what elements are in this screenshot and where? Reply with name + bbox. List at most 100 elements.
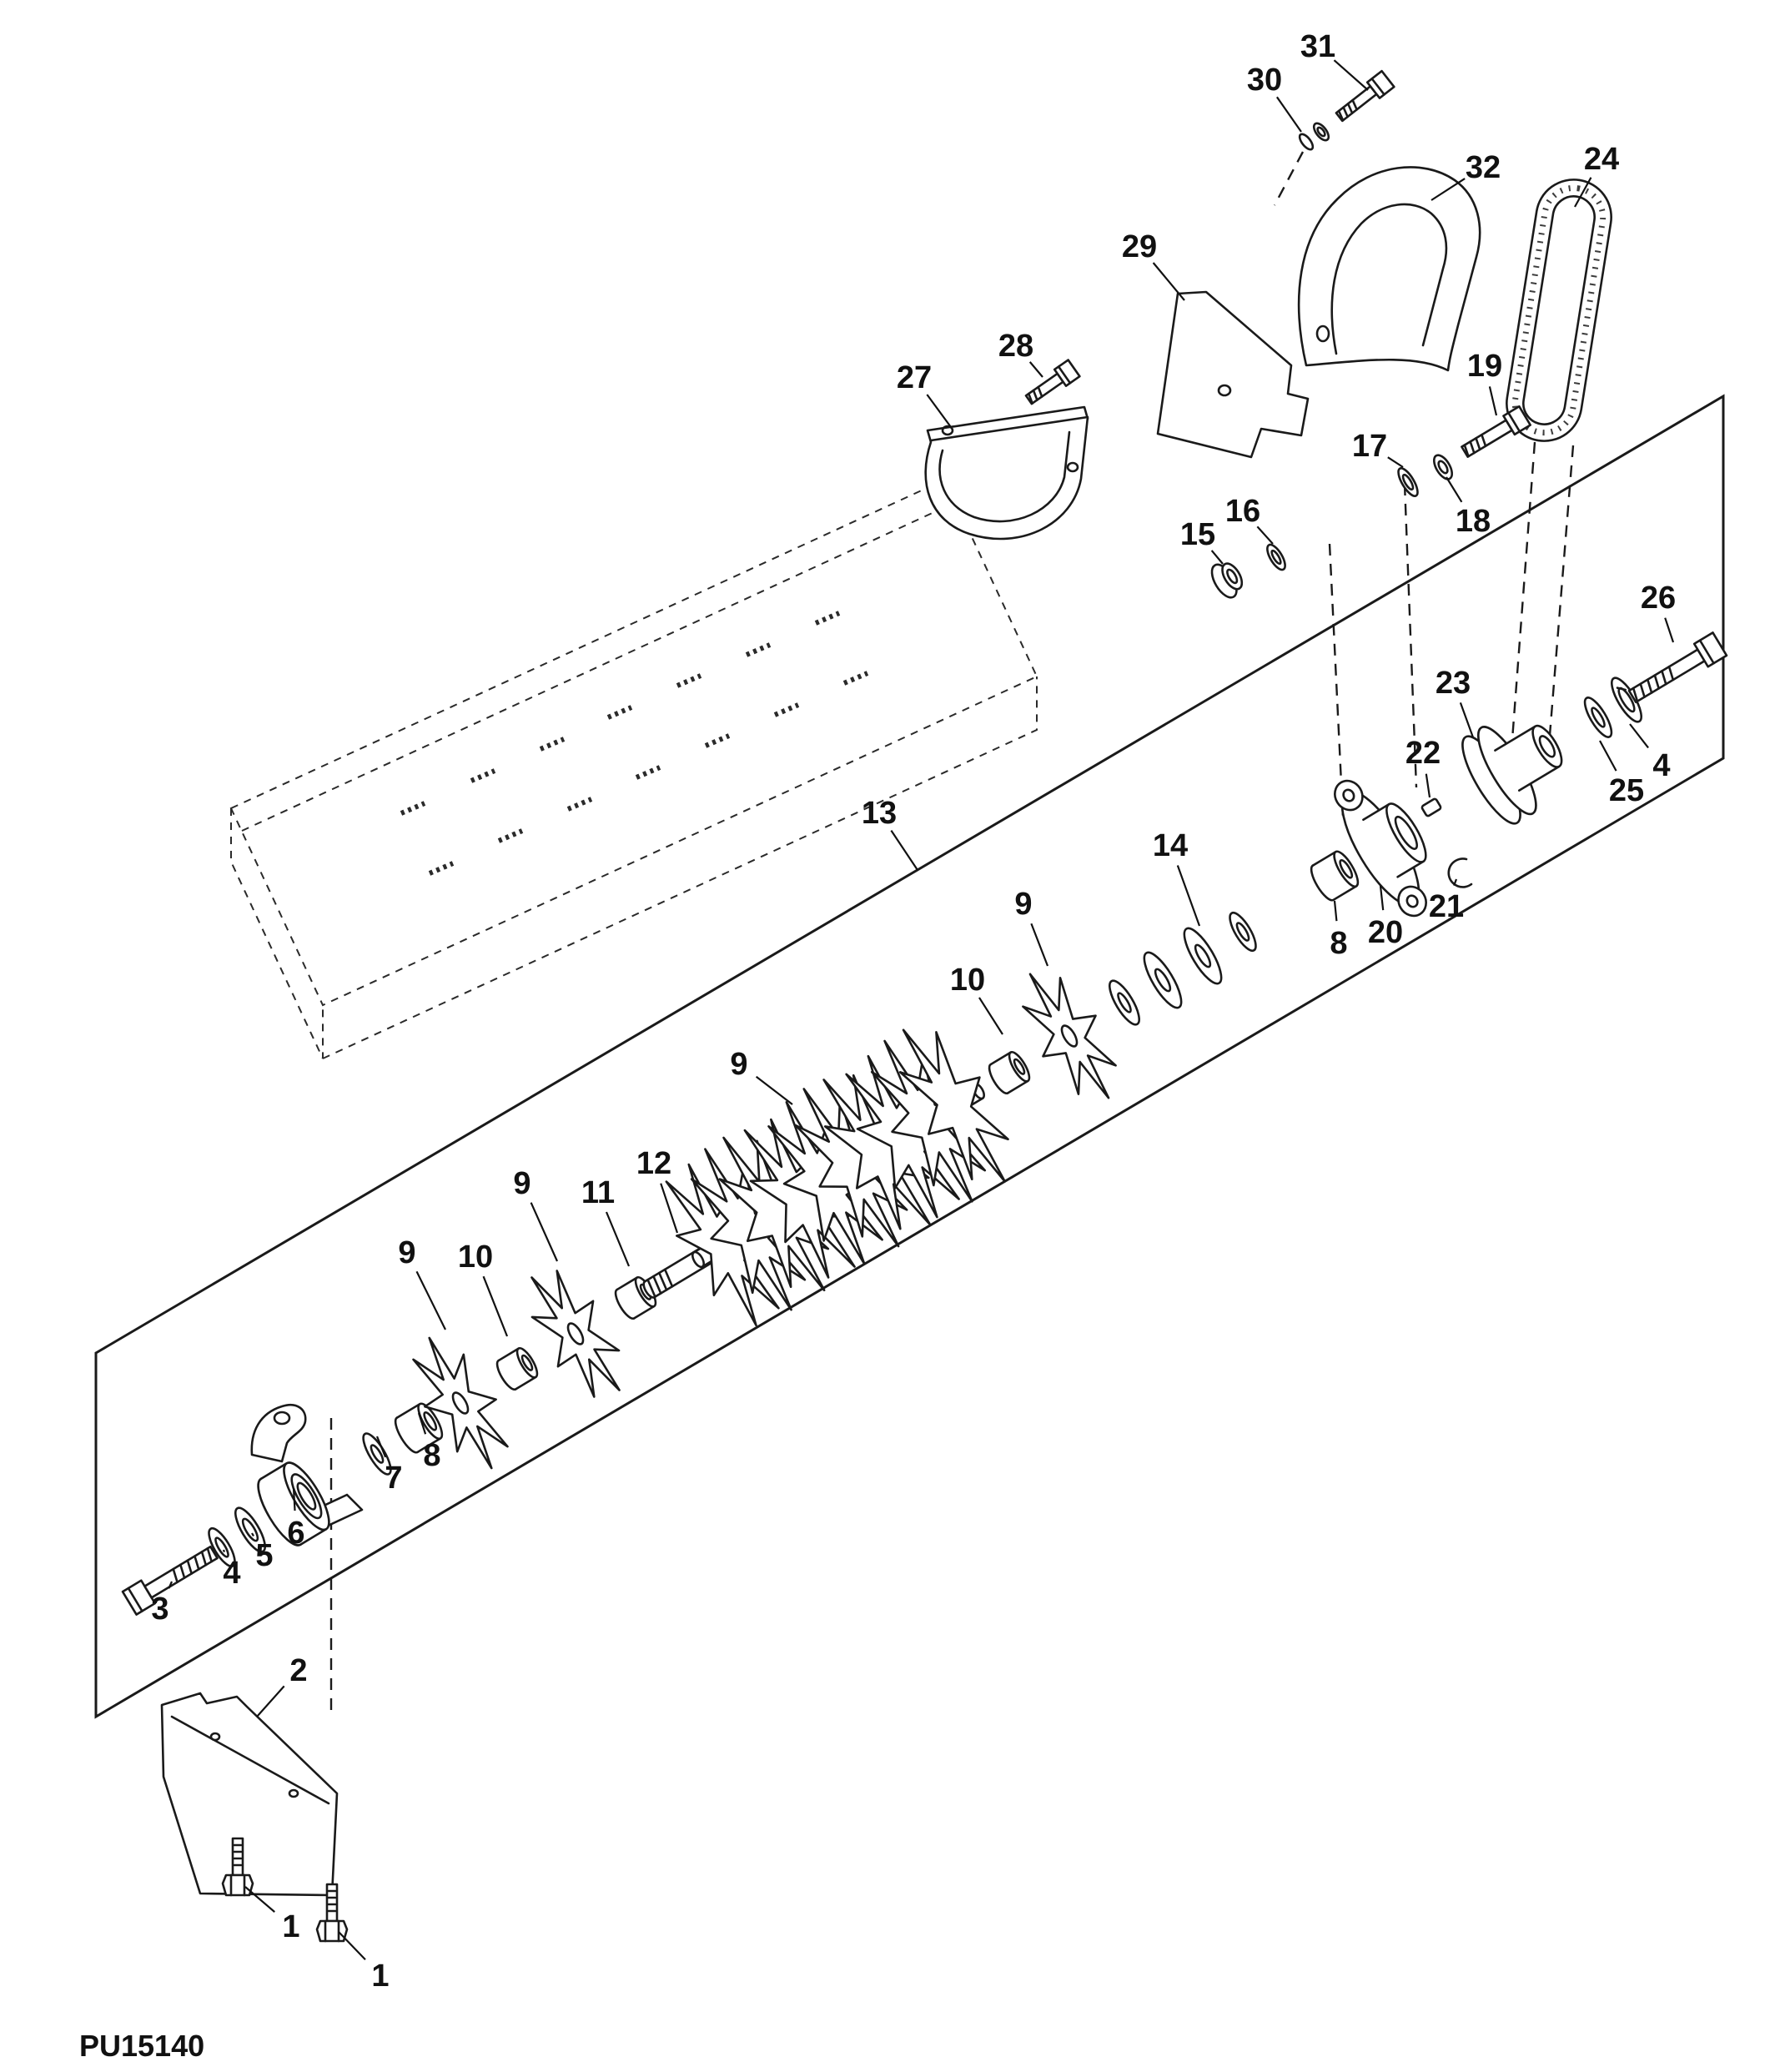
- callout-label-2: 2: [289, 1653, 307, 1688]
- leader-line: [1028, 361, 1043, 378]
- bolt-31: [1335, 69, 1395, 123]
- leader-line: [417, 1412, 427, 1435]
- leader-line: [1431, 178, 1466, 201]
- washer-16: [1266, 543, 1286, 571]
- leader-line: [605, 1211, 631, 1267]
- leader-line: [256, 1685, 285, 1717]
- callout-label-8: 8: [1330, 926, 1347, 961]
- callout-label-4: 4: [223, 1556, 240, 1591]
- leader-line: [1256, 526, 1274, 545]
- leader-line: [338, 1931, 366, 1961]
- callout-label-21: 21: [1429, 889, 1464, 924]
- callout-label-17: 17: [1352, 429, 1387, 464]
- leader-line: [1379, 885, 1385, 911]
- callout-label-16: 16: [1225, 494, 1260, 529]
- cover-plate: [924, 405, 1089, 541]
- flange-nut-15: [1210, 562, 1244, 599]
- spacer-10-right: [988, 1050, 1031, 1095]
- tine-reel: [642, 1009, 1032, 1337]
- bolt-19: [1461, 405, 1531, 458]
- callout-label-11: 11: [581, 1175, 615, 1210]
- callout-label-1: 1: [371, 1959, 389, 1994]
- leader-line: [1152, 262, 1185, 301]
- callout-label-9: 9: [398, 1235, 415, 1270]
- callout-label-9: 9: [730, 1047, 747, 1082]
- drive-belt: [1506, 179, 1612, 442]
- leader-line: [660, 1183, 679, 1234]
- washer-4-left: [208, 1526, 236, 1568]
- flange-bearing-20: [1334, 779, 1427, 918]
- leader-line: [375, 1436, 387, 1458]
- leader-line: [168, 1581, 173, 1589]
- bearing-bracket-6: [250, 1404, 364, 1546]
- spacer-10-left: [495, 1346, 539, 1391]
- skid-plate-2: [160, 1692, 339, 1897]
- bolt-3: [121, 1545, 219, 1616]
- figure-code: PU15140: [79, 2029, 205, 2063]
- lock-washer-4-right: [1611, 676, 1642, 723]
- callout-label-29: 29: [1122, 229, 1157, 264]
- clip-21: [1447, 857, 1473, 888]
- leader-line: [1599, 740, 1617, 772]
- leader-line: [1459, 702, 1475, 738]
- callout-label-24: 24: [1584, 142, 1619, 177]
- leader-line: [926, 394, 952, 428]
- leader-line: [482, 1275, 509, 1337]
- washer-stack-14: [1109, 911, 1257, 1026]
- callout-label-20: 20: [1368, 915, 1403, 950]
- leader-line: [1333, 900, 1338, 922]
- leader-line: [244, 1886, 275, 1913]
- callout-label-8: 8: [423, 1438, 440, 1473]
- leader-line: [1275, 96, 1302, 133]
- leader-line: [1210, 550, 1224, 565]
- nut-washer-30: [1298, 122, 1330, 151]
- pulley-23: [1461, 724, 1563, 825]
- tine-wheel-9-b: [510, 1265, 641, 1402]
- leader-line: [1488, 386, 1498, 416]
- bolt-28: [1024, 359, 1081, 405]
- callout-label-31: 31: [1300, 29, 1335, 64]
- washer-17: [1397, 467, 1419, 497]
- leader-line: [415, 1270, 446, 1330]
- leader-line: [755, 1075, 793, 1105]
- callout-label-9: 9: [1014, 887, 1032, 922]
- tine-wheel-9-c: [1008, 957, 1131, 1115]
- leader-line: [978, 997, 1003, 1035]
- callout-label-18: 18: [1456, 504, 1491, 539]
- callout-label-25: 25: [1609, 773, 1644, 808]
- leader-line: [251, 1532, 254, 1537]
- leader-line: [1333, 59, 1369, 91]
- leader-line: [1453, 878, 1458, 887]
- callout-label-7: 7: [385, 1461, 402, 1496]
- leader-line: [1574, 177, 1592, 208]
- callout-label-28: 28: [998, 329, 1033, 364]
- leader-line: [530, 1202, 559, 1262]
- leader-line: [1629, 723, 1649, 749]
- callout-label-22: 22: [1405, 736, 1441, 771]
- callout-label-9: 9: [513, 1166, 530, 1201]
- callout-label-15: 15: [1180, 517, 1215, 552]
- spacer-8-left: [394, 1402, 444, 1454]
- callout-label-10: 10: [950, 963, 985, 998]
- callout-label-30: 30: [1247, 63, 1282, 98]
- callout-label-26: 26: [1641, 581, 1676, 616]
- tine-wheel-9-a: [395, 1324, 526, 1482]
- housing-ghost-outline: [229, 478, 1038, 1059]
- belt-guard: [1297, 166, 1481, 372]
- key-22: [1421, 797, 1442, 817]
- callout-label-6: 6: [287, 1516, 304, 1551]
- leader-line: [1446, 476, 1463, 503]
- callout-label-14: 14: [1153, 828, 1188, 863]
- leader-line: [1425, 773, 1431, 798]
- leader-line: [1387, 456, 1404, 468]
- callout-label-1: 1: [282, 1909, 299, 1944]
- leader-line: [292, 1487, 296, 1511]
- callout-label-27: 27: [897, 360, 932, 395]
- callout-label-32: 32: [1466, 150, 1501, 185]
- leader-line: [890, 830, 918, 871]
- assembly-frame: [94, 394, 1725, 1719]
- leader-line: [1030, 923, 1049, 967]
- callout-label-13: 13: [862, 796, 897, 831]
